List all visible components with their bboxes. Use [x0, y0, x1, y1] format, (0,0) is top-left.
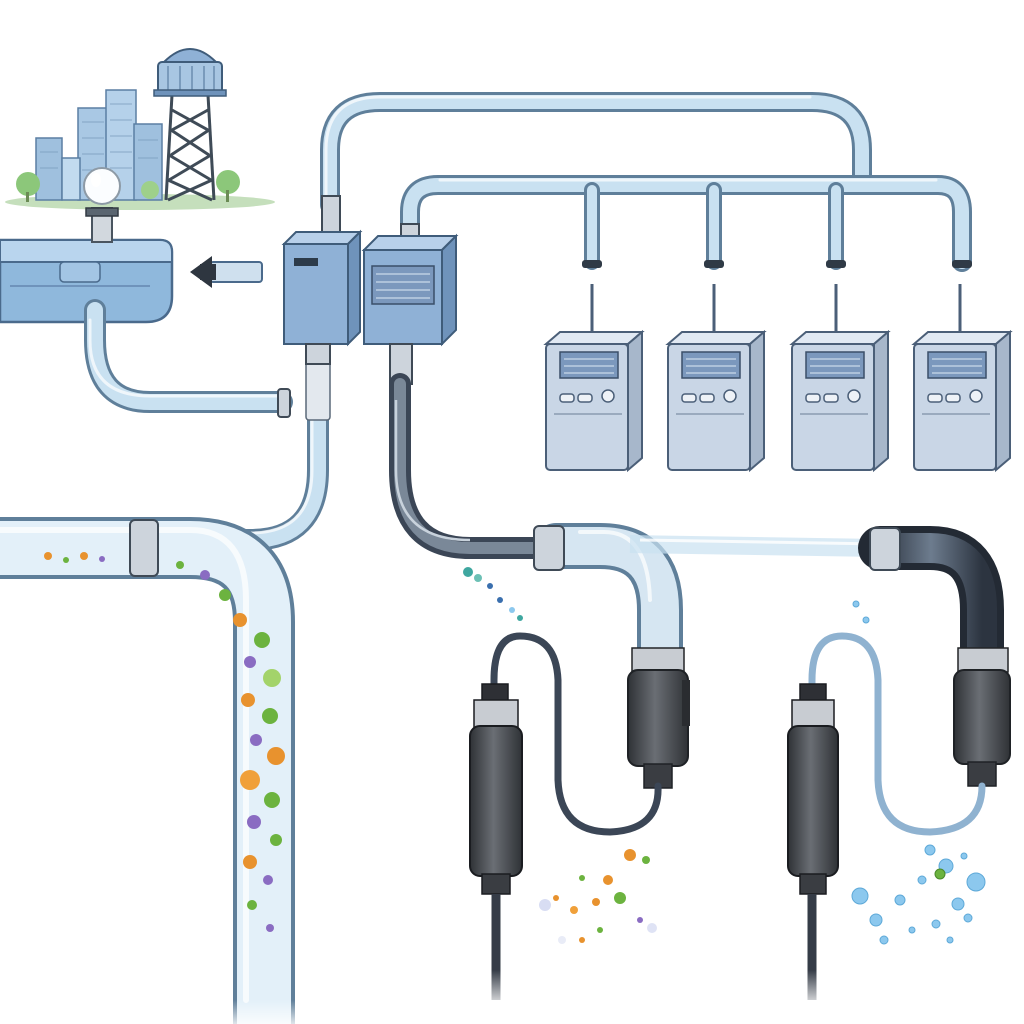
water-tank — [0, 238, 174, 324]
meter-button — [805, 393, 821, 403]
meter-button — [577, 393, 593, 403]
probe-sensor — [787, 683, 839, 895]
meter-button — [699, 393, 715, 403]
control-box-1 — [281, 195, 363, 365]
meter-button — [559, 393, 575, 403]
city-skyline-icon — [5, 89, 275, 210]
pipe-network — [84, 92, 972, 551]
meter-dial-icon — [723, 389, 737, 403]
meter-dial-icon — [601, 389, 615, 403]
flow-sensor — [627, 647, 690, 789]
flow-sensor — [953, 647, 1011, 787]
main-pipe-contaminated — [0, 517, 320, 1024]
water-meter — [911, 329, 1013, 473]
meter-dial-icon — [847, 389, 861, 403]
meter-group — [543, 329, 1013, 473]
water-meter — [665, 329, 767, 473]
sensor-assembly-clean — [629, 526, 1011, 1010]
sensor-assembly-contaminated — [463, 523, 690, 1010]
meter-button — [823, 393, 839, 403]
meter-button — [927, 393, 943, 403]
light-bulb-icon — [83, 167, 121, 243]
water-meter — [789, 329, 891, 473]
meter-button — [945, 393, 961, 403]
meter-dial-icon — [969, 389, 983, 403]
dark-supply-pipe — [389, 373, 571, 559]
meter-button — [681, 393, 697, 403]
meter-display — [681, 351, 741, 379]
control-box-2 — [361, 223, 459, 385]
contaminant-particles — [463, 567, 657, 944]
meter-display — [805, 351, 865, 379]
water-meter — [543, 329, 645, 473]
water-droplets — [851, 600, 986, 945]
meter-display — [559, 351, 619, 379]
tree-icon — [16, 170, 240, 202]
water-tower-icon — [153, 48, 227, 202]
contaminant-particles — [44, 552, 285, 932]
probe-sensor — [469, 683, 523, 895]
meter-display — [927, 351, 987, 379]
left-arrow-icon — [190, 256, 263, 288]
